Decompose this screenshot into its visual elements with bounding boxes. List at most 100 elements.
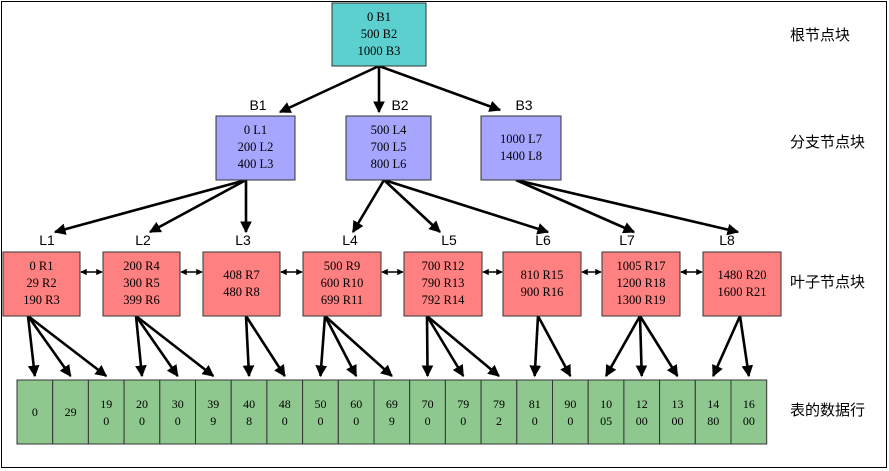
table-row-cell: 480: [266, 379, 304, 445]
root-line-1: 0 B1: [367, 10, 391, 24]
b1-to-l2-arrow: [148, 178, 247, 234]
leaf-l4-line-1: 500 R9: [324, 259, 360, 273]
branch-b2-line-3: 800 L6: [371, 157, 407, 171]
edges-layer: [26, 64, 754, 378]
table-row-cell: 1200: [623, 379, 661, 445]
table-row-cell: 0: [16, 379, 54, 445]
branch-label-b2: B2: [391, 97, 408, 113]
table-row-value: 12: [636, 397, 648, 411]
leaf-4-to-row-arrow: [315, 315, 328, 378]
table-row-value: 81: [529, 397, 541, 411]
leaf-l8-line-1: 1480 R20: [718, 268, 767, 282]
leaf-node-l4: L4 500 R9 600 R10 699 R11: [302, 232, 382, 317]
table-row-value: 9: [389, 414, 395, 428]
leaf-l1-line-3: 190 R3: [23, 293, 59, 307]
leaf-node-l1: L1 0 R1 29 R2 190 R3: [2, 232, 81, 317]
leaf-label-l6: L6: [535, 232, 551, 248]
branch-b2-line-2: 700 L5: [371, 140, 407, 154]
table-row-value: 05: [600, 414, 612, 428]
b2-to-l6-arrow: [383, 178, 550, 235]
table-row-value: 0: [425, 414, 431, 428]
root-line-3: 1000 B3: [358, 44, 401, 58]
table-row-cell: 1480: [694, 379, 732, 445]
leaf-label-l3: L3: [235, 232, 251, 248]
table-row-value: 70: [422, 397, 434, 411]
leaf-5-to-row-arrow: [425, 315, 465, 378]
table-row-cell: 29: [52, 379, 89, 445]
side-label-branch: 分支节点块: [790, 133, 865, 151]
table-row-value: 8: [246, 414, 252, 428]
table-row-value: 2: [496, 414, 502, 428]
leaf-label-l7: L7: [619, 232, 635, 248]
leaf-7-to-row-arrow: [635, 315, 648, 378]
table-row-value: 30: [172, 397, 184, 411]
leaf-l7-line-3: 1300 R19: [617, 293, 666, 307]
table-row-value: 9: [210, 414, 216, 428]
branch-b1-line-3: 400 L3: [238, 157, 274, 171]
table-row-value: 29: [65, 405, 77, 419]
table-row-value: 0: [567, 414, 573, 428]
leaf-l6-line-2: 900 R16: [521, 285, 564, 299]
leaf-7-to-row-arrow: [638, 315, 679, 377]
table-row-value: 80: [707, 414, 719, 428]
leaf-node-l6: L6 810 R15 900 R16: [502, 232, 582, 317]
leaf-5-to-row-arrow: [426, 315, 500, 377]
table-row-cell: 1005: [587, 379, 625, 445]
leaf-5-to-row-arrow: [421, 315, 434, 378]
b1-to-l1-arrow: [53, 178, 247, 235]
table-row-cell: 810: [516, 379, 553, 445]
branch-node-b1: B1 0 L1 200 L2 400 L3: [215, 97, 296, 181]
branch-node-b3: B3 1000 L7 1400 L8: [480, 97, 562, 181]
b3-to-l8-arrow: [515, 178, 740, 236]
leaf-l7-line-1: 1005 R17: [617, 259, 666, 273]
side-label-rows: 表的数据行: [790, 401, 865, 419]
leaf-2-to-row-arrow: [135, 314, 215, 378]
leaf-7-to-row-arrow: [604, 315, 642, 378]
leaf-1-to-row-arrow: [26, 315, 40, 378]
leaf-node-l7: L7 1005 R17 1200 R18 1300 R19: [601, 232, 681, 317]
leaf-node-l8: L8 1480 R20 1600 R21: [702, 232, 782, 317]
leaf-1-to-row-arrow: [27, 314, 108, 378]
leaf-l3-line-2: 480 R8: [223, 285, 259, 299]
table-row-cell: 1600: [730, 379, 768, 445]
table-row-cell: 300: [159, 379, 197, 445]
table-row-cell: 699: [373, 379, 411, 445]
table-row-value: 90: [564, 397, 576, 411]
root-node: 0 B1 500 B2 1000 B3: [331, 2, 427, 67]
leaf-4-to-row-arrow: [323, 315, 358, 378]
branch-b3-line-2: 1400 L8: [500, 149, 542, 163]
table-row-value: 0: [532, 414, 538, 428]
b2-to-l4-arrow: [351, 179, 386, 234]
table-row-value: 0: [175, 414, 181, 428]
table-row-cell: 600: [337, 379, 375, 445]
table-row-value: 60: [350, 397, 362, 411]
leaf-node-l5: L5 700 R12 790 R13 792 R14: [403, 232, 483, 317]
table-row-value: 00: [636, 414, 648, 428]
leaf-l7-line-2: 1200 R18: [617, 276, 666, 290]
leaf-label-l2: L2: [135, 232, 151, 248]
table-row-value: 13: [672, 397, 684, 411]
leaf-1-to-row-arrow: [26, 315, 72, 377]
table-row-cell: 900: [552, 379, 589, 445]
leaf-l5-line-2: 790 R13: [422, 276, 465, 290]
leaf-3-to-row-arrow: [244, 315, 286, 377]
branch-node-b2: B2 500 L4 700 L5 800 L6: [345, 97, 432, 181]
branch-label-b3: B3: [515, 97, 532, 113]
table-row-value: 0: [353, 414, 359, 428]
branch-b1-line-1: 0 L1: [244, 123, 267, 137]
table-row-value: 0: [139, 414, 145, 428]
leaf-3-to-row-arrow: [242, 315, 255, 378]
branch-b1-line-2: 200 L2: [238, 140, 274, 154]
leaf-l5-line-3: 792 R14: [422, 293, 465, 307]
branch-b2-line-1: 500 L4: [371, 123, 408, 137]
leaf-l2-line-3: 399 R6: [123, 293, 159, 307]
root-to-b1-arrow: [278, 64, 380, 114]
root-to-b3-arrow: [378, 64, 502, 112]
leaf-l1-line-2: 29 R2: [26, 276, 56, 290]
table-row-value: 39: [207, 397, 219, 411]
table-row-value: 0: [32, 405, 38, 419]
table-row-cell: 790: [444, 379, 482, 445]
leaf-l5-line-1: 700 R12: [422, 259, 465, 273]
